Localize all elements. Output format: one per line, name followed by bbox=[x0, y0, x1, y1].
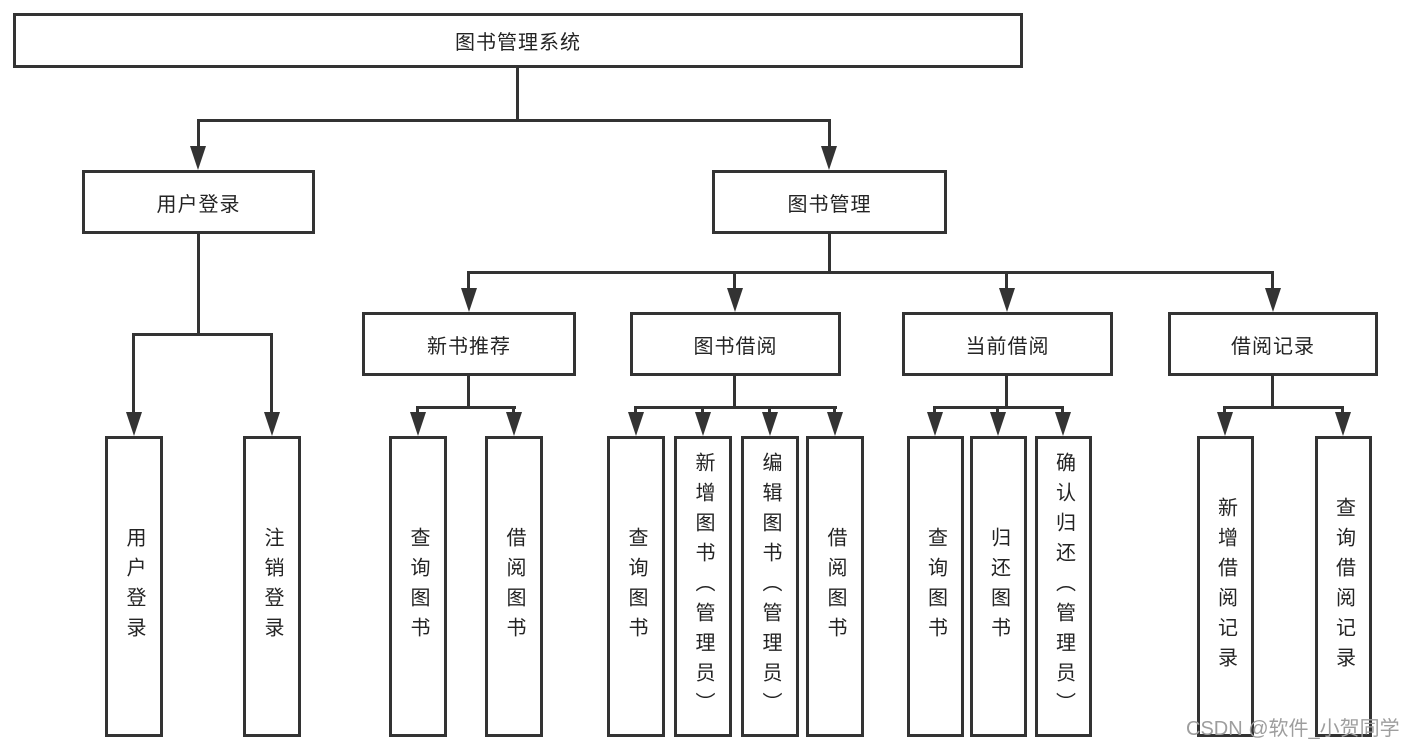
leaf-query-borrow-record: 查询借阅记录 bbox=[1315, 436, 1372, 737]
connector-stem bbox=[270, 333, 273, 412]
leaf-return-books: 归还图书 bbox=[970, 436, 1027, 737]
node-label: 图书管理 bbox=[787, 193, 872, 216]
connector-stem bbox=[701, 406, 704, 414]
connector-stem bbox=[634, 406, 637, 414]
arrowhead-icon bbox=[762, 412, 778, 436]
connector-stub bbox=[733, 375, 736, 407]
arrowhead-icon bbox=[628, 412, 644, 436]
node-user-login: 用户登录 bbox=[82, 170, 315, 234]
arrowhead-icon bbox=[1217, 412, 1233, 436]
arrowhead-icon bbox=[264, 412, 280, 436]
node-label: 借阅记录 bbox=[1231, 335, 1315, 358]
node-book-management: 图书管理 bbox=[712, 170, 947, 234]
arrowhead-icon bbox=[1265, 288, 1281, 312]
connector-stem bbox=[467, 271, 470, 290]
connector-stem bbox=[1005, 271, 1008, 290]
node-label: 编辑图书（管理员） bbox=[759, 451, 781, 722]
node-library-management-system: 图书管理系统 bbox=[13, 13, 1023, 68]
node-label: 新书推荐 bbox=[427, 335, 511, 358]
arrowhead-icon bbox=[999, 288, 1015, 312]
leaf-query-books-current: 查询图书 bbox=[907, 436, 964, 737]
node-label: 用户登录 bbox=[156, 193, 241, 216]
node-book-borrowing: 图书借阅 bbox=[630, 312, 841, 376]
connector-bar bbox=[1223, 406, 1344, 409]
arrowhead-icon bbox=[461, 288, 477, 312]
connector-stub bbox=[467, 375, 470, 407]
connector-bar bbox=[467, 271, 1274, 274]
connector-stem bbox=[828, 119, 831, 148]
leaf-borrow-books: 借阅图书 bbox=[806, 436, 864, 737]
arrowhead-icon bbox=[190, 146, 206, 170]
connector-stem bbox=[197, 119, 200, 148]
connector-stem bbox=[132, 333, 135, 412]
arrowhead-icon bbox=[410, 412, 426, 436]
connector-stub bbox=[197, 233, 200, 334]
connector-stem bbox=[512, 406, 515, 414]
node-label: 新增借阅记录 bbox=[1214, 496, 1237, 677]
node-label: 查询图书 bbox=[625, 526, 647, 647]
node-label: 新增图书（管理员） bbox=[692, 451, 714, 722]
leaf-query-books-recommend: 查询图书 bbox=[389, 436, 447, 737]
node-label: 查询图书 bbox=[924, 526, 947, 647]
connector-stub bbox=[828, 233, 831, 272]
arrowhead-icon bbox=[695, 412, 711, 436]
arrowhead-icon bbox=[927, 412, 943, 436]
node-current-borrowing: 当前借阅 bbox=[902, 312, 1113, 376]
connector-bar bbox=[132, 333, 273, 336]
node-borrowing-records: 借阅记录 bbox=[1168, 312, 1378, 376]
node-label: 查询借阅记录 bbox=[1332, 496, 1355, 677]
leaf-borrow-books-recommend: 借阅图书 bbox=[485, 436, 543, 737]
arrowhead-icon bbox=[821, 146, 837, 170]
connector-stem bbox=[416, 406, 419, 414]
connector-bar bbox=[634, 406, 837, 409]
connector-stub bbox=[1271, 375, 1274, 407]
connector-stem bbox=[933, 406, 936, 414]
arrowhead-icon bbox=[506, 412, 522, 436]
node-label: 图书借阅 bbox=[693, 335, 778, 358]
leaf-user-login: 用户登录 bbox=[105, 436, 163, 737]
csdn-watermark: CSDN @软件_小贺同学 bbox=[1186, 718, 1400, 740]
leaf-add-books-admin: 新增图书（管理员） bbox=[674, 436, 732, 737]
leaf-edit-books-admin: 编辑图书（管理员） bbox=[741, 436, 799, 737]
node-label: 归还图书 bbox=[987, 526, 1010, 647]
node-label: 用户登录 bbox=[123, 526, 145, 647]
leaf-query-books-borrowing: 查询图书 bbox=[607, 436, 665, 737]
connector-bar bbox=[416, 406, 516, 409]
connector-stem bbox=[768, 406, 771, 414]
arrowhead-icon bbox=[1335, 412, 1351, 436]
arrowhead-icon bbox=[827, 412, 843, 436]
connector-stem bbox=[1061, 406, 1064, 414]
node-label: 注销登录 bbox=[261, 526, 283, 647]
connector-stub bbox=[1005, 375, 1008, 407]
node-label: 当前借阅 bbox=[965, 335, 1050, 358]
node-label: 图书管理系统 bbox=[455, 32, 581, 54]
node-label: 借阅图书 bbox=[503, 526, 525, 647]
node-label: 查询图书 bbox=[407, 526, 429, 647]
connector-root-bar bbox=[197, 119, 831, 122]
arrowhead-icon bbox=[1055, 412, 1071, 436]
connector-stem bbox=[1341, 406, 1344, 414]
connector-stem bbox=[733, 271, 736, 290]
node-label: 确认归还（管理员） bbox=[1052, 451, 1075, 722]
leaf-add-borrow-record: 新增借阅记录 bbox=[1197, 436, 1254, 737]
connector-stem bbox=[833, 406, 836, 414]
arrowhead-icon bbox=[126, 412, 142, 436]
connector-stem bbox=[1223, 406, 1226, 414]
connector-stem bbox=[996, 406, 999, 414]
connector-stem bbox=[1271, 271, 1274, 290]
node-label: 借阅图书 bbox=[824, 526, 846, 647]
node-new-book-recommend: 新书推荐 bbox=[362, 312, 576, 376]
leaf-confirm-return-admin: 确认归还（管理员） bbox=[1035, 436, 1092, 737]
connector-root-stub bbox=[516, 66, 519, 120]
leaf-logout: 注销登录 bbox=[243, 436, 301, 737]
arrowhead-icon bbox=[990, 412, 1006, 436]
arrowhead-icon bbox=[727, 288, 743, 312]
